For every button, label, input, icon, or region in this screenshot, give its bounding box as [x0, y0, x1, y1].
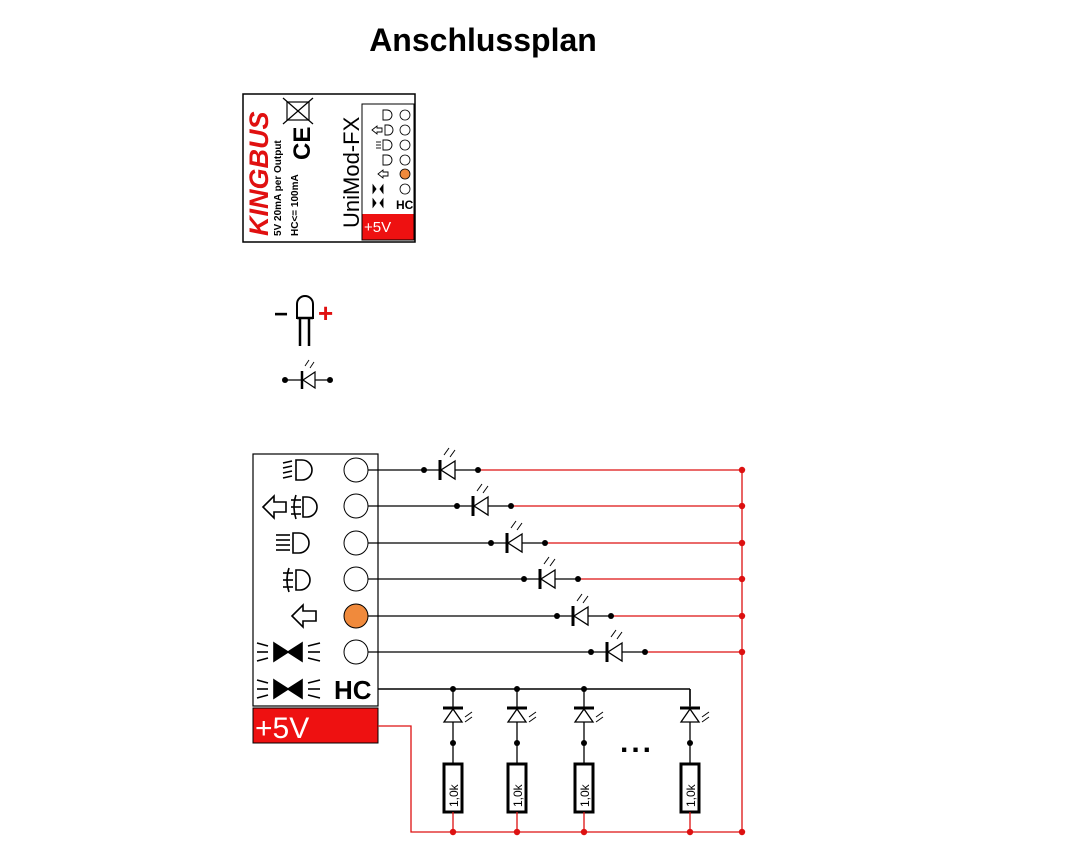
parking-light-icon: [256, 641, 321, 663]
hc-branches: 1,0k 1,0k 1,0k 1,0k: [442, 686, 710, 836]
led-minus-sign: −: [274, 301, 288, 328]
fog-light-icon: [283, 567, 311, 593]
indicator-led-1: [343, 457, 369, 483]
module-brand: KINGBUS: [244, 111, 274, 236]
led-plus-sign: +: [318, 298, 333, 328]
hc-branch-3: 1,0k: [573, 686, 604, 836]
turn-signal-fog-icon: [261, 494, 318, 520]
module-name: UniMod-FX: [339, 116, 364, 228]
turn-signal-icon: [290, 603, 317, 629]
led-output-6: [605, 629, 623, 663]
output-row-6: [368, 629, 746, 663]
schematic-hc-label: HC: [334, 675, 372, 705]
resistor-hc-2: 1,0k: [506, 762, 528, 814]
output-row-2: [368, 483, 746, 517]
module-mini-icons: [371, 109, 394, 209]
resistor-label-1: 1,0k: [447, 783, 461, 807]
hc-bus: [378, 688, 691, 706]
ellipsis-more-leds: ...: [620, 726, 654, 759]
parking-light-hc-icon: [256, 678, 321, 700]
indicator-led-3: [343, 530, 369, 556]
resistor-label-4: 1,0k: [684, 783, 698, 807]
output-indicators: [343, 457, 369, 665]
indicator-led-4: [343, 566, 369, 592]
led-output-2: [471, 483, 489, 517]
module-power-label: +5V: [364, 219, 391, 236]
led-symbol-legend: [282, 359, 333, 390]
module-spec-line2: HC<= 100mA: [290, 174, 301, 236]
module-label-card: +5V KINGBUS 5V 20mA per Output HC<= 100m…: [242, 93, 416, 243]
hc-branch-1: 1,0k: [442, 686, 473, 836]
output-row-1: [368, 447, 746, 481]
led-output-3: [505, 520, 523, 554]
output-row-5: [368, 593, 746, 627]
led-hc-2: [506, 706, 537, 723]
resistor-label-2: 1,0k: [511, 783, 525, 807]
page-title: Anschlussplan: [369, 22, 597, 58]
module-spec-line1: 5V 20mA per Output: [273, 140, 284, 236]
led-hc-1: [442, 706, 473, 723]
output-row-4: [368, 556, 746, 590]
high-beam-icon: [276, 532, 310, 554]
hc-branch-4: 1,0k: [679, 689, 710, 836]
module-indicators: [399, 109, 411, 195]
resistor-hc-4: 1,0k: [679, 762, 701, 814]
positive-rail: [378, 468, 743, 833]
resistor-hc-1: 1,0k: [442, 762, 464, 814]
resistor-hc-3: 1,0k: [573, 762, 595, 814]
led-hc-3: [573, 706, 604, 723]
resistor-label-3: 1,0k: [578, 783, 592, 807]
led-hc-4: [679, 706, 710, 723]
led-output-4: [538, 556, 556, 590]
weee-bin-icon: [282, 97, 314, 125]
output-wiring: [368, 447, 746, 836]
led-pinout-legend: − +: [274, 295, 333, 346]
schematic-power-label: +5V: [255, 712, 309, 745]
led-output-5: [571, 593, 589, 627]
indicator-led-2: [343, 493, 369, 519]
indicator-led-5: [343, 603, 369, 629]
indicator-led-6: [343, 639, 369, 665]
ce-mark: CE: [289, 127, 316, 160]
output-row-3: [368, 520, 746, 554]
low-beam-icon: [282, 459, 313, 481]
module-hc-label: HC: [396, 198, 414, 212]
hc-branch-2: 1,0k: [506, 686, 537, 836]
led-output-1: [438, 447, 456, 481]
